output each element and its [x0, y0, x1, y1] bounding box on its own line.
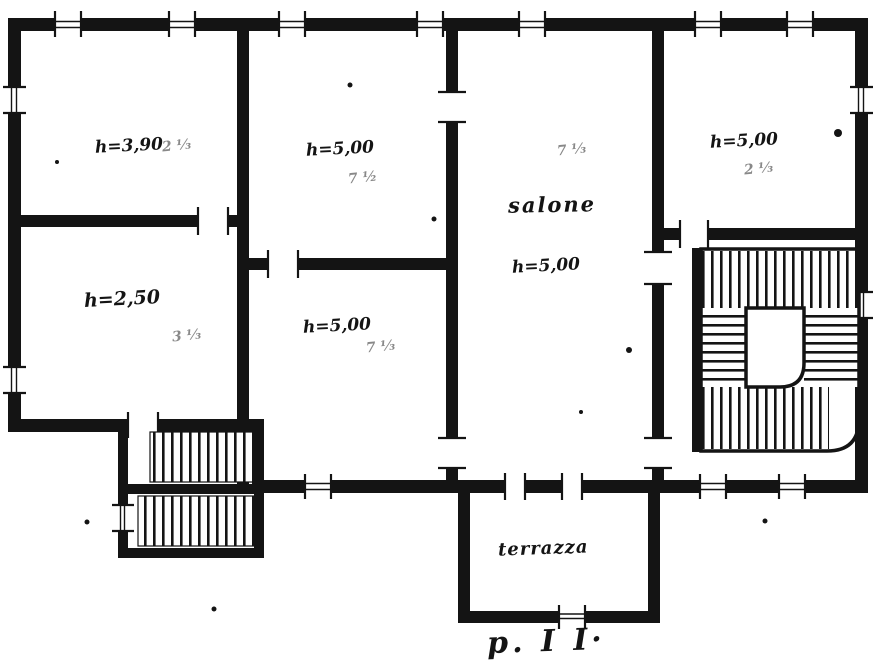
window-symbol	[3, 365, 26, 395]
door-opening	[678, 220, 710, 248]
room-left-mid-note: 3 ⅓	[171, 326, 202, 346]
scan-specks	[55, 82, 842, 612]
room-top-right-note: 2 ⅓	[743, 159, 774, 179]
room-mid-top-note: 7 ½	[347, 168, 378, 188]
window-symbol	[303, 474, 333, 499]
window-symbol	[517, 11, 547, 37]
window-symbol	[698, 474, 728, 499]
salone-name-label: salone	[507, 191, 597, 218]
room-top-left-note: 2 ⅓	[161, 136, 192, 156]
salone-height-label: h=5,00	[511, 254, 581, 278]
salone-note: 7 ⅓	[556, 140, 587, 160]
room-mid-top-height-label: h=5,00	[305, 137, 375, 161]
window-symbol	[693, 11, 723, 37]
room-mid-low-height-label: h=5,00	[302, 314, 372, 338]
door-opening	[503, 473, 527, 500]
door-opening	[196, 207, 230, 235]
door-opening	[438, 436, 466, 470]
window-symbol	[3, 85, 26, 115]
room-left-mid-height-label: h=2,50	[83, 286, 161, 312]
terrace-name-label: terrazza	[497, 536, 589, 561]
window-symbol	[53, 11, 83, 37]
windows-group	[3, 11, 873, 629]
window-symbol	[777, 474, 807, 499]
door-opening	[438, 90, 466, 124]
plan-caption: p. I I·	[486, 621, 607, 662]
room-top-left-height-label: h=3,90	[94, 134, 164, 158]
staircase-east	[699, 247, 861, 453]
window-symbol	[415, 11, 445, 37]
window-symbol	[167, 11, 197, 37]
room-top-right-height-label: h=5,00	[709, 129, 779, 153]
window-symbol	[785, 11, 815, 37]
door-opening	[560, 473, 584, 500]
room-mid-low-note: 7 ⅓	[365, 337, 396, 357]
window-symbol	[277, 11, 307, 37]
window-symbol	[112, 503, 134, 533]
window-symbol	[850, 85, 873, 115]
window-symbol	[557, 605, 587, 629]
door-opening	[266, 250, 300, 278]
door-opening	[644, 250, 672, 286]
staircase-southwest	[137, 431, 255, 547]
door-opening	[644, 436, 672, 470]
